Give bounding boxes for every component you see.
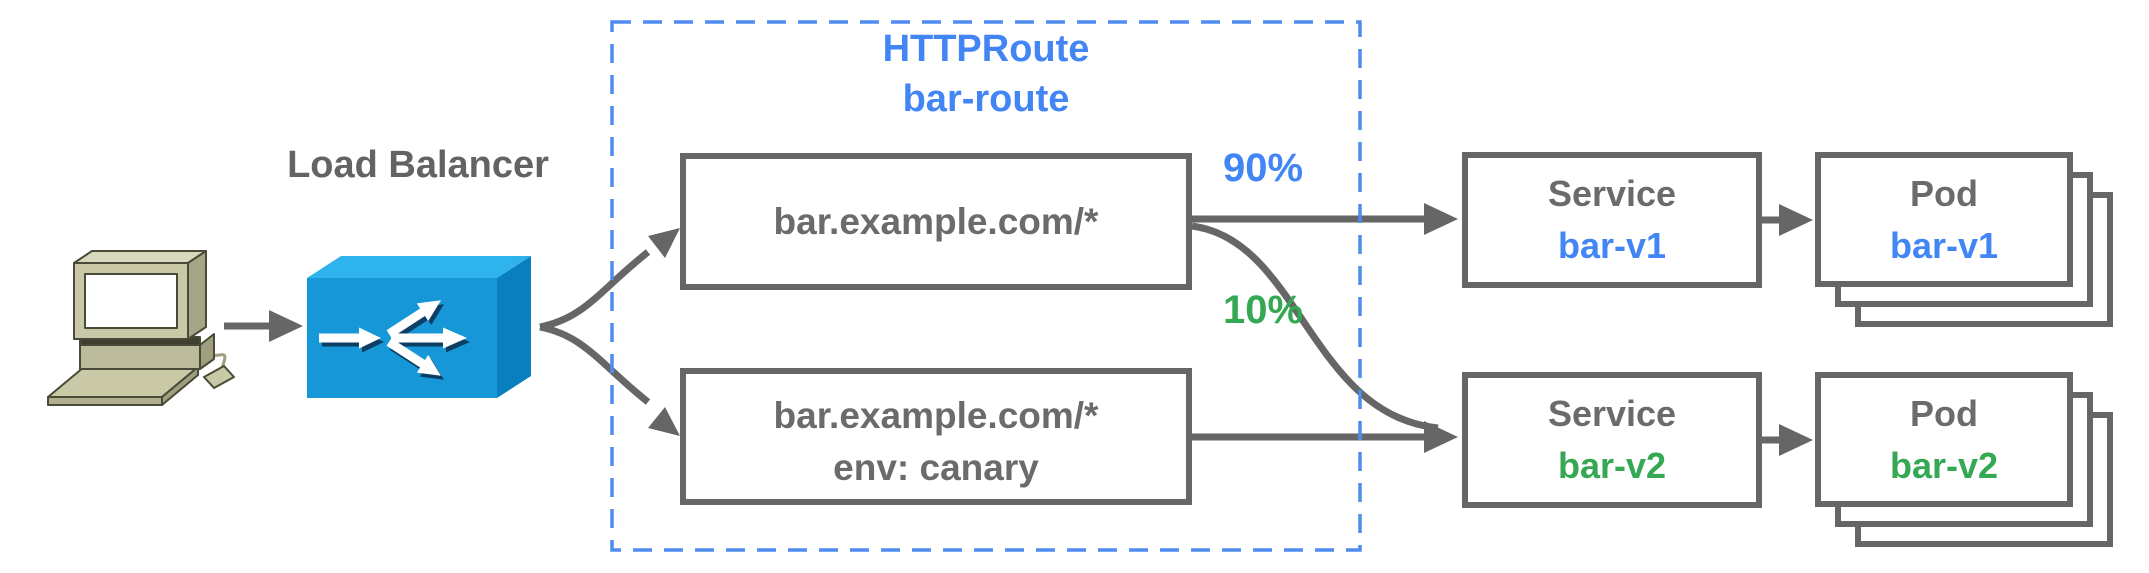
monitor-top: [73, 250, 207, 264]
lb-arrow-in: [319, 327, 381, 349]
arrowheads: [269, 203, 1813, 456]
arrowhead-into-service1: [1424, 203, 1458, 235]
keyboard-side: [161, 366, 199, 406]
pod-kind-label: Pod: [1910, 172, 1978, 214]
pod-bar-v1-box: Pod bar-v1: [1815, 152, 2073, 287]
arrowhead-into-service2: [1424, 421, 1458, 453]
lb-arrow-out-down: [386, 338, 441, 376]
keyboard-front: [47, 396, 163, 406]
line-lb-to-rule1: [539, 249, 651, 331]
pod-bar-v2-stack: Pod bar-v2: [1815, 372, 2115, 552]
httproute-name: bar-route: [902, 78, 1070, 120]
load-balancer-label: Load Balancer: [287, 144, 549, 186]
route-match-box-2: bar.example.com/* env: canary: [680, 368, 1192, 505]
computer-shapes: [47, 250, 235, 406]
arrowhead-into-pod1: [1779, 204, 1813, 236]
load-balancer-icon: [307, 256, 531, 398]
route-match-box-1: bar.example.com/*: [680, 153, 1192, 290]
pod-kind-label: Pod: [1910, 392, 1978, 434]
arrowhead-into-lb: [269, 310, 303, 342]
route-header-match-2: env: canary: [833, 446, 1039, 488]
httproute-boundary: [610, 20, 1362, 552]
httproute-kind: HTTPRoute: [882, 28, 1090, 70]
pod-bar-v2-box: Pod bar-v2: [1815, 372, 2073, 507]
pod-name-label: bar-v1: [1889, 224, 1999, 266]
lb-top-face: [307, 256, 531, 278]
service-name-label: bar-v2: [1557, 445, 1667, 486]
httproute-title: HTTPRoute bar-route: [612, 24, 1360, 124]
computer-base-side: [199, 333, 215, 370]
monitor-screen: [84, 273, 178, 329]
arrowhead-into-rule2: [648, 407, 680, 436]
client-computer-icon: [47, 250, 235, 406]
traffic-weight-10-label: 10%: [1222, 288, 1304, 332]
traffic-weight-90-label: 90%: [1222, 146, 1304, 190]
service-bar-v1-box: Service bar-v1: [1462, 152, 1762, 288]
lb-arrows: [319, 300, 467, 376]
line-rule1-to-service2-10pct: [1191, 222, 1439, 432]
line-lb-to-rule2: [539, 323, 651, 405]
computer-base: [79, 344, 201, 370]
lb-arrow-out-right: [391, 327, 467, 349]
lb-arrow-out-up: [386, 300, 441, 338]
pod-bar-v1-stack: Pod bar-v1: [1815, 152, 2115, 332]
service-name-label: bar-v1: [1557, 225, 1667, 266]
lb-side-face: [497, 256, 531, 398]
route-match-1: bar.example.com/*: [773, 200, 1099, 242]
flow-lines: [224, 215, 1781, 444]
route-match-2: bar.example.com/*: [773, 394, 1099, 436]
service-kind-label: Service: [1547, 173, 1677, 214]
mouse: [203, 365, 235, 389]
monitor-side: [187, 250, 207, 340]
service-bar-v2-box: Service bar-v2: [1462, 372, 1762, 508]
pod-name-label: bar-v2: [1889, 444, 1999, 486]
service-kind-label: Service: [1547, 393, 1677, 434]
arrowhead-into-pod2: [1779, 424, 1813, 456]
arrowhead-into-rule1: [648, 228, 680, 258]
